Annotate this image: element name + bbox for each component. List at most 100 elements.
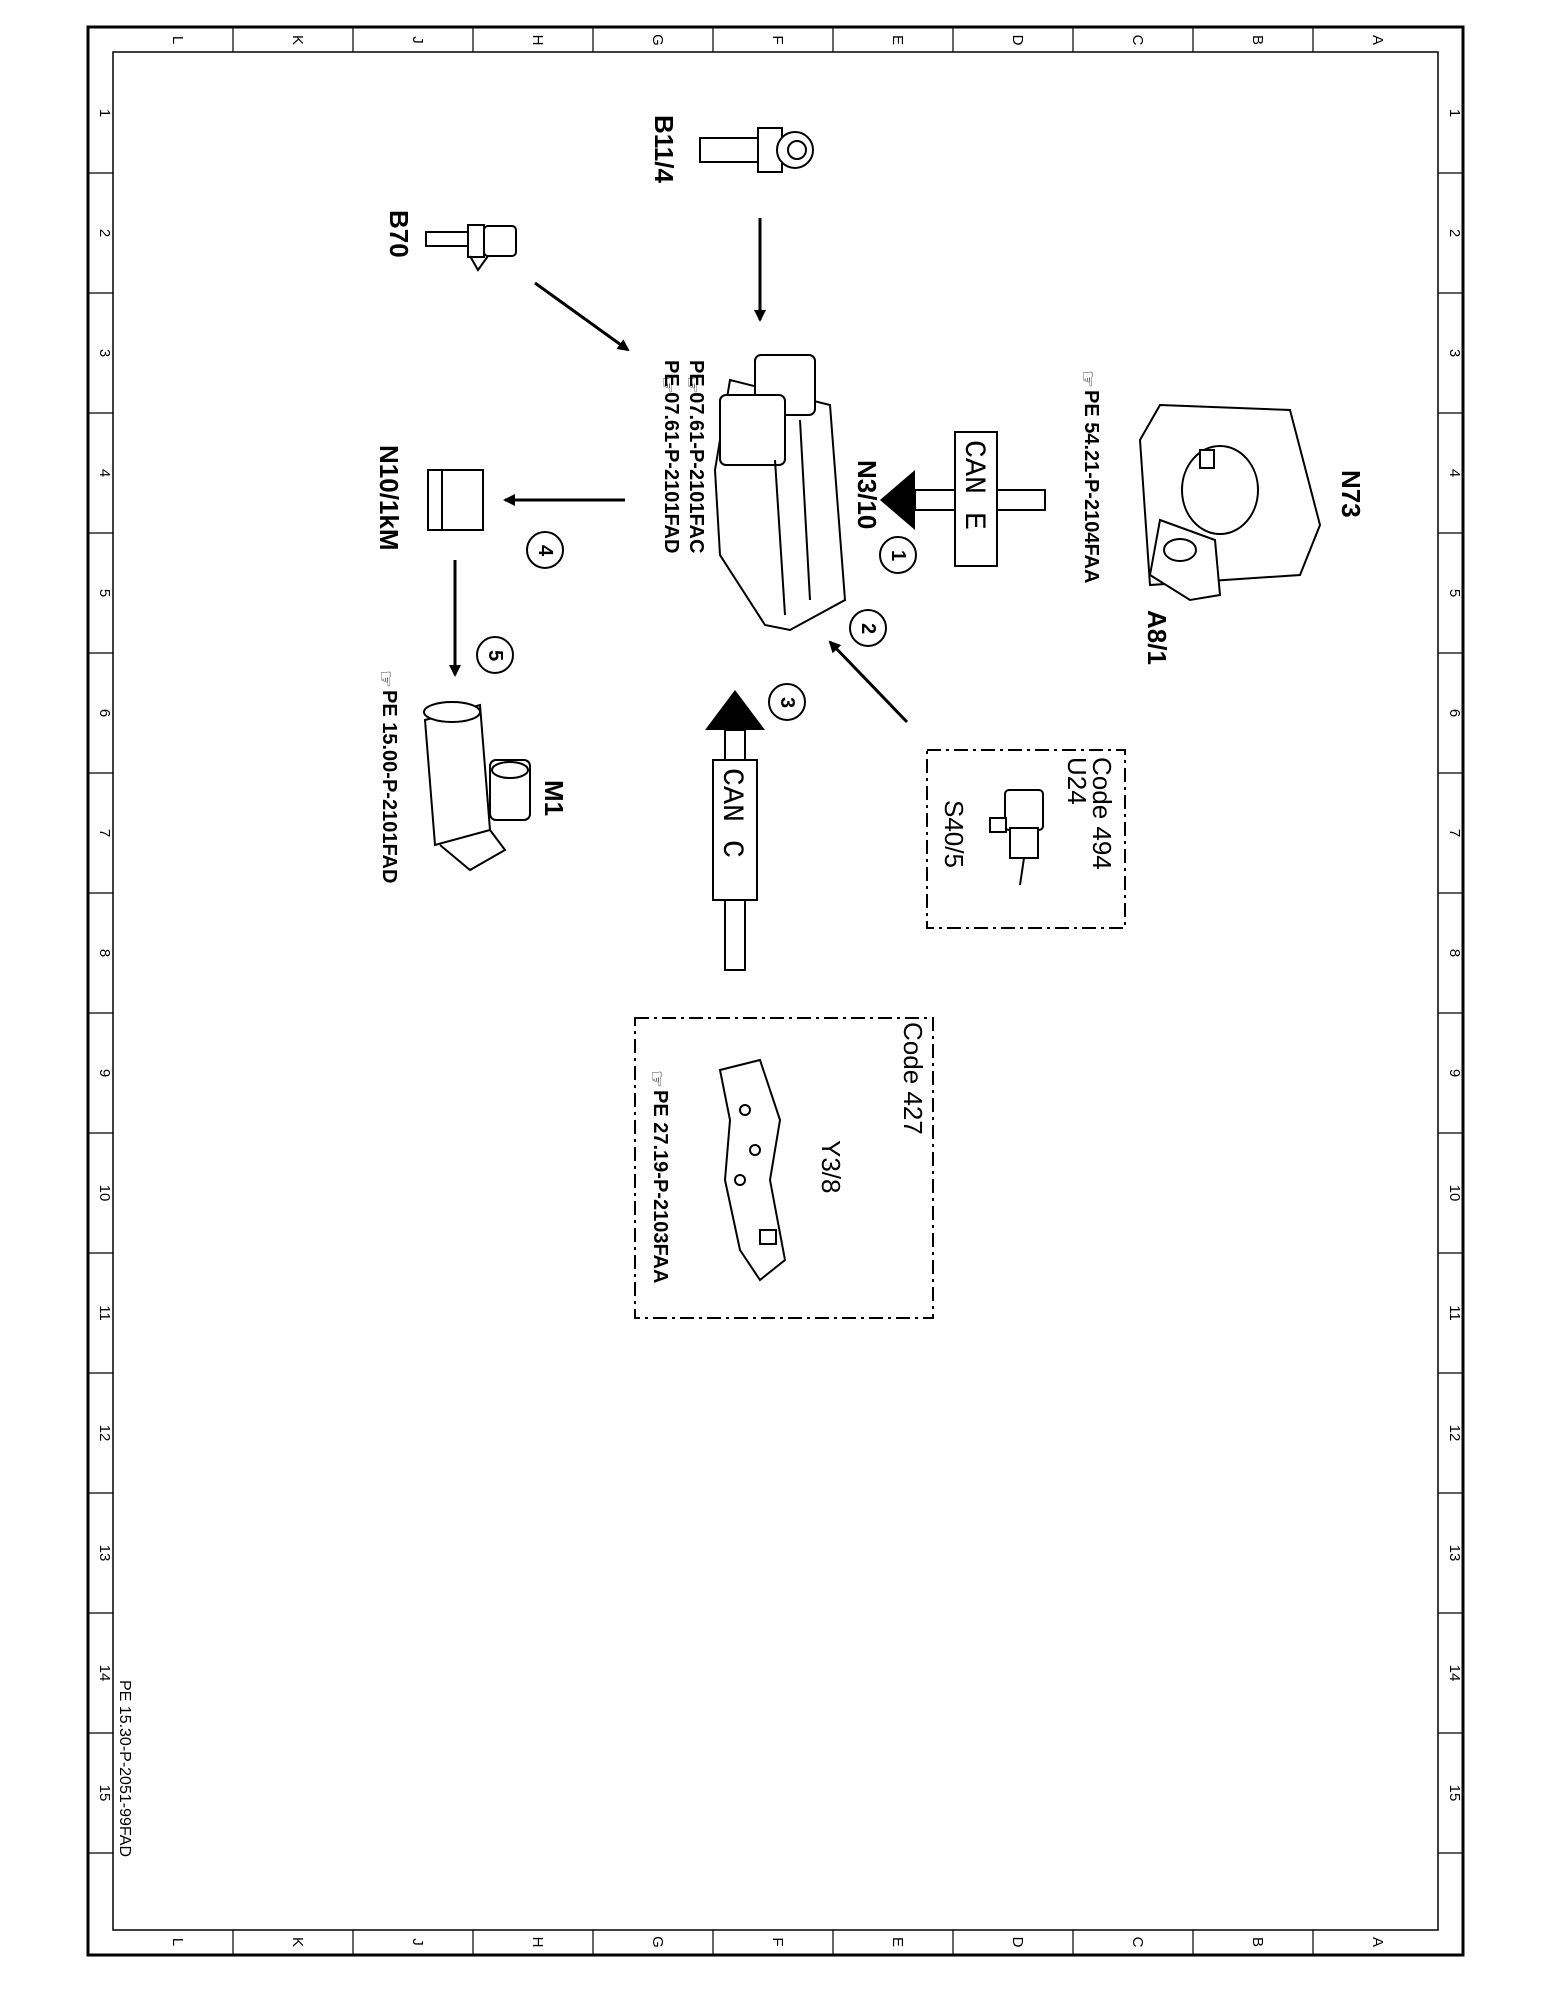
- pointing-hand-icon: ☞: [1076, 370, 1098, 388]
- b11-4-label: B11/4: [649, 115, 679, 183]
- outer-frame: [86, 25, 1465, 1957]
- grid-number-left: 3: [96, 349, 113, 357]
- grid-number-right: 13: [1446, 1545, 1463, 1562]
- grid-number-right: 8: [1446, 949, 1463, 957]
- s40-5-switch-icon: [989, 789, 1044, 886]
- grid-number-right: 11: [1446, 1305, 1463, 1321]
- can-c-bus-arrow: [705, 690, 765, 971]
- grid-letter-top: B: [1249, 35, 1266, 45]
- grid-letter-bottom: H: [529, 1937, 546, 1948]
- n73-label: N73: [1336, 470, 1366, 518]
- grid-letter-top: D: [1009, 35, 1026, 46]
- document-id: PE 15.30-P-2051-99FAD: [116, 1680, 133, 1857]
- b11-4-sensor-icon: [699, 127, 814, 173]
- grid-letter-bottom: D: [1009, 1937, 1026, 1948]
- step-2-badge: [849, 609, 887, 647]
- can-e-bus-arrow: [880, 431, 1046, 567]
- inner-frame: [112, 51, 1439, 1931]
- grid-number-right: 1: [1446, 109, 1463, 117]
- n3-10-ecu-icon: [713, 354, 847, 632]
- grid-letter-bottom: E: [889, 1937, 906, 1947]
- grid-number-left: 5: [96, 589, 113, 597]
- b70-sensor-icon: [425, 224, 517, 272]
- grid-letter-bottom: J: [409, 1938, 426, 1946]
- step-4-badge: [526, 531, 564, 569]
- grid-number-right: 10: [1446, 1185, 1463, 1202]
- grid-number-right: 12: [1446, 1425, 1463, 1442]
- n73-reference: PE 54.21-P-2104FAA: [1080, 390, 1102, 583]
- grid-number-right: 2: [1446, 229, 1463, 237]
- u24-label: U24: [1062, 757, 1092, 805]
- step-1-badge: [879, 536, 917, 574]
- pointing-hand-icon: ☞: [656, 376, 678, 394]
- grid-letter-bottom: G: [649, 1936, 666, 1948]
- n3-10-label: N3/10: [852, 460, 882, 529]
- grid-number-left: 9: [96, 1069, 113, 1077]
- arrow-s40-5-to-n3-10: [828, 640, 909, 724]
- n3-10-reference-b: PE 07.61-P-2101FAD: [660, 360, 682, 553]
- grid-number-right: 9: [1446, 1069, 1463, 1077]
- step-5-number: 5: [484, 650, 506, 661]
- code-427-box: [634, 1017, 934, 1319]
- y3-8-label: Y3/8: [816, 1140, 846, 1194]
- n10-1km-label: N10/1kM: [374, 445, 404, 551]
- pointing-hand-icon: ☞: [645, 1070, 667, 1088]
- grid-letter-bottom: L: [169, 1938, 186, 1946]
- step-1-number: 1: [887, 550, 909, 561]
- code-427-label: Code 427: [898, 1022, 928, 1135]
- grid-number-right: 15: [1446, 1785, 1463, 1802]
- grid-number-right: 6: [1446, 709, 1463, 717]
- m1-label: M1: [539, 780, 569, 816]
- grid-letter-bottom: B: [1249, 1937, 1266, 1947]
- grid-letter-top: K: [289, 35, 306, 45]
- grid-number-left: 4: [96, 469, 113, 477]
- grid-number-left: 14: [96, 1665, 113, 1682]
- step-3-number: 3: [776, 697, 798, 708]
- grid-number-left: 15: [96, 1785, 113, 1802]
- m1-reference: PE 15.00-P-2101FAD: [378, 690, 400, 883]
- grid-letter-top: A: [1369, 35, 1386, 45]
- n73-ignition-switch-icon: [1138, 403, 1322, 602]
- grid-number-right: 3: [1446, 349, 1463, 357]
- step-2-number: 2: [857, 623, 879, 634]
- grid-number-left: 10: [96, 1185, 113, 1202]
- grid-number-left: 12: [96, 1425, 113, 1442]
- grid-ticks: [88, 27, 1463, 1955]
- grid-number-right: 5: [1446, 589, 1463, 597]
- grid-letter-top: F: [769, 35, 786, 44]
- step-3-badge: [768, 683, 806, 721]
- step-5-badge: [476, 636, 514, 674]
- arrow-b70-to-n3-10: [534, 281, 630, 352]
- grid-number-left: 7: [96, 829, 113, 837]
- grid-number-left: 1: [96, 109, 113, 117]
- grid-letter-top: E: [889, 35, 906, 45]
- can-e-label: CAN E: [956, 440, 990, 530]
- grid-number-left: 8: [96, 949, 113, 957]
- grid-letter-bottom: C: [1129, 1937, 1146, 1948]
- grid-letter-bottom: A: [1369, 1937, 1386, 1947]
- m1-starter-icon: [423, 701, 531, 872]
- code-494-label: Code 494: [1087, 757, 1117, 870]
- grid-letter-top: L: [169, 36, 186, 44]
- y3-8-valve-body-icon: [718, 1058, 787, 1282]
- a8-1-label: A8/1: [1142, 610, 1172, 665]
- grid-number-left: 11: [96, 1305, 113, 1321]
- step-4-number: 4: [534, 545, 556, 557]
- grid-letter-top: H: [529, 35, 546, 46]
- grid-letter-top: C: [1129, 35, 1146, 46]
- b70-label: B70: [384, 210, 414, 258]
- can-c-label: CAN C: [714, 768, 748, 858]
- n3-10-reference-a: PE 07.61-P-2101FAC: [685, 360, 707, 553]
- grid-letter-bottom: K: [289, 1937, 306, 1947]
- s40-5-label: S40/5: [939, 800, 969, 868]
- pointing-hand-icon: ☞: [681, 376, 703, 394]
- grid-number-right: 4: [1446, 469, 1463, 477]
- y3-8-reference: PE 27.19-P-2103FAA: [649, 1090, 671, 1283]
- grid-letter-top: G: [649, 34, 666, 46]
- grid-number-left: 6: [96, 709, 113, 717]
- grid-number-right: 7: [1446, 829, 1463, 837]
- grid-number-left: 13: [96, 1545, 113, 1562]
- pointing-hand-icon: ☞: [374, 670, 396, 688]
- n10-1km-relay-icon: [427, 469, 484, 531]
